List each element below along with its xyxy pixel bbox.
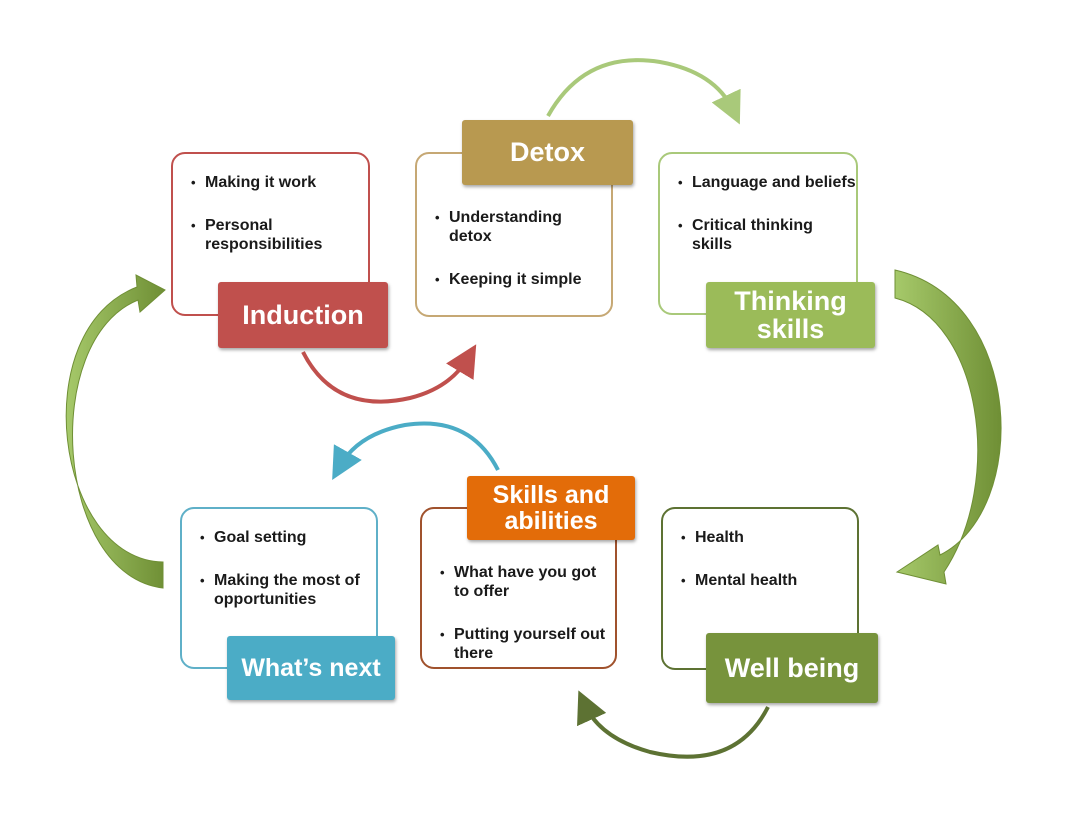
list-item: Critical thinking skills [678,216,856,254]
list-item: What have you got to offer [440,563,615,601]
skills-and-abilities-title-line1: Skills and [492,480,610,509]
list-item: Making the most of opportunities [200,571,372,609]
skills-and-abilities-bullets: What have you got to offer Putting yours… [440,563,615,663]
well-being-bullets: Health Mental health [681,528,853,590]
list-item: Putting yourself out there [440,625,615,663]
thinking-skills-bullets: Language and beliefs Critical thinking s… [678,173,856,254]
list-item: Personal responsibilities [191,216,366,254]
wellbeing-to-skills-arrow-icon [577,690,770,759]
induction-title: Induction [218,282,388,348]
induction-to-detox-arrow-icon [301,344,477,404]
whatsnext-to-induction-arrow-icon [65,274,166,589]
list-item: Goal setting [200,528,372,547]
skills-and-abilities-title: Skills and abilities [467,476,635,540]
list-item: Language and beliefs [678,173,856,192]
skills-to-whatsnext-arrow-icon [332,421,500,480]
detox-to-thinking-arrow-icon [546,58,741,125]
thinking-skills-title-line2: skills [756,314,825,344]
thinking-to-wellbeing-arrow-icon [894,269,1002,585]
thinking-skills-title-line1: Thinking [734,285,847,316]
list-item: Health [681,528,853,547]
detox-bullets: Understanding detox Keeping it simple [435,208,607,289]
list-item: Keeping it simple [435,270,607,289]
detox-title: Detox [462,120,633,185]
whats-next-title: What’s next [227,636,395,700]
thinking-skills-title: Thinking skills [706,282,875,348]
list-item: Understanding detox [435,208,607,246]
list-item: Making it work [191,173,366,192]
skills-and-abilities-title-line2: abilities [504,507,598,535]
list-item: Mental health [681,571,853,590]
induction-bullets: Making it work Personal responsibilities [191,173,366,254]
whats-next-bullets: Goal setting Making the most of opportun… [200,528,372,609]
well-being-title: Well being [706,633,878,703]
